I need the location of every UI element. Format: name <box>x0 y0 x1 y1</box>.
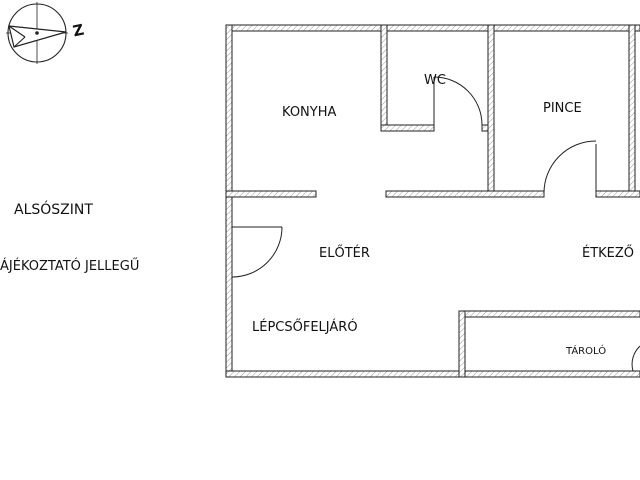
door-entrance <box>231 226 283 278</box>
room-label-eloter: ELŐTÉR <box>319 245 370 261</box>
level-label: ALSÓSZINT <box>14 200 93 218</box>
walls <box>225 24 640 378</box>
door-tarolo <box>631 345 640 372</box>
room-label-etkezo: ÉTKEZŐ <box>582 245 634 261</box>
north-arrow-icon <box>6 2 68 64</box>
note-label: ÁJÉKOZTATÓ JELLEGŰ <box>0 258 139 274</box>
room-label-tarolo: TÁROLÓ <box>565 344 606 357</box>
room-label-konyha: KONYHA <box>282 105 336 120</box>
room-label-wc: WC <box>424 73 446 88</box>
compass-letter: Z <box>71 21 86 41</box>
room-label-pince: PINCE <box>543 101 582 116</box>
door-wc <box>433 76 483 127</box>
door-pince <box>543 140 597 194</box>
room-label-lepcsofeljaro: LÉPCSŐFELJÁRÓ <box>252 319 358 335</box>
